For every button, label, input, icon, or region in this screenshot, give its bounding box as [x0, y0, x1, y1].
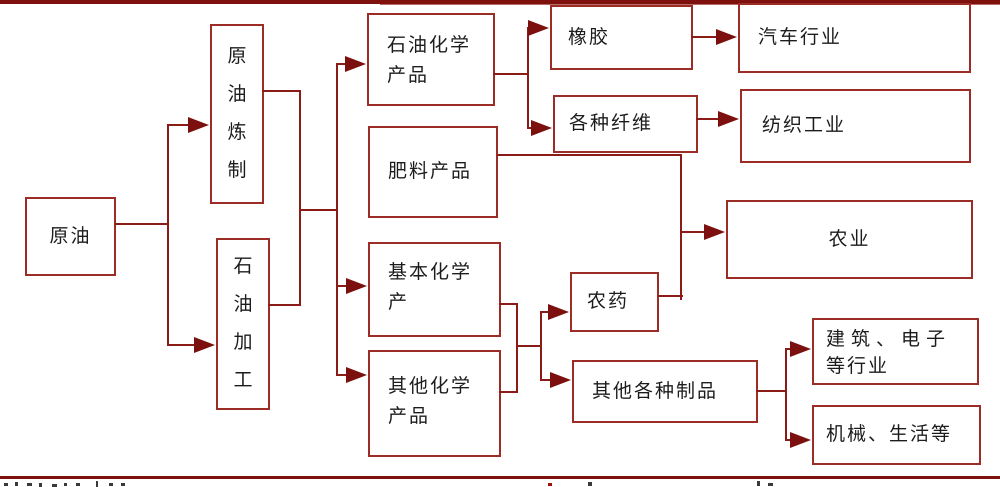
arrowhead [528, 20, 549, 36]
connector-line [336, 374, 348, 376]
node-petroleum-processing: 石油加工 [216, 238, 270, 410]
connector-line [336, 285, 348, 287]
connector-line [516, 303, 518, 393]
connector-line [527, 27, 529, 129]
connector-line [299, 209, 338, 211]
connector-line [497, 154, 682, 156]
node-label: 农业 [828, 228, 871, 250]
node-label-line2: 产品 [388, 406, 431, 427]
node-label: 石油加工 [233, 256, 253, 391]
connector-line [540, 379, 552, 381]
node-basic-chemical: 基本化学 产 [368, 242, 501, 337]
node-label-line1: 其他化学 [388, 376, 473, 397]
node-label: 各种纤维 [569, 113, 654, 134]
connector-line [680, 154, 682, 300]
arrowhead [346, 278, 367, 294]
connector-line [696, 118, 719, 120]
arrowhead [550, 372, 571, 388]
node-label: 农药 [587, 291, 630, 312]
connector-line [262, 90, 301, 92]
node-crude-refining: 原油炼制 [210, 24, 264, 204]
node-label: 原油炼制 [227, 46, 247, 181]
connector-line [115, 223, 169, 225]
node-construction-electronics: 建筑、电子 等行业 [812, 318, 979, 385]
top-divider [0, 0, 1000, 4]
connector-line [336, 63, 348, 65]
node-auto-industry: 汽车行业 [738, 3, 971, 73]
arrowhead [718, 111, 739, 127]
connector-line [785, 439, 793, 441]
arrowhead [345, 56, 366, 72]
connector-line [499, 303, 518, 305]
connector-line [167, 344, 197, 346]
node-label: 其他各种制品 [592, 380, 719, 402]
connector-line [540, 311, 550, 313]
connector-line [540, 311, 542, 381]
connector-line [268, 304, 301, 306]
node-label: 汽车行业 [758, 27, 843, 48]
connector-line [527, 127, 533, 129]
node-fertilizer-products: 肥料产品 [368, 126, 498, 218]
arrowhead [188, 117, 209, 133]
node-other-products: 其他各种制品 [572, 360, 758, 423]
connector-line [516, 345, 542, 347]
bottom-divider [0, 476, 1000, 479]
arrowhead [716, 29, 737, 45]
arrowhead [790, 341, 811, 357]
connector-line [167, 124, 169, 346]
node-label-line1: 石油化学 [387, 35, 472, 56]
node-label: 原油 [49, 225, 92, 247]
node-fibers: 各种纤维 [553, 95, 698, 153]
node-other-chemical: 其他化学 产品 [368, 350, 501, 457]
connector-line [299, 90, 301, 306]
connector-line [493, 73, 529, 75]
connector-line [756, 390, 787, 392]
node-pesticide: 农药 [570, 272, 659, 332]
node-label: 肥料产品 [388, 161, 473, 182]
node-label-line2: 产 [388, 292, 410, 313]
arrowhead [548, 304, 569, 320]
connector-line [499, 391, 518, 393]
node-label-line1: 建筑、电子 [826, 329, 952, 350]
node-textile-industry: 纺织工业 [740, 89, 971, 163]
connector-line [658, 295, 683, 297]
node-machinery-life: 机械、生活等 [812, 405, 981, 465]
node-rubber: 橡胶 [550, 5, 693, 70]
connector-line [680, 231, 705, 233]
arrowhead [194, 337, 215, 353]
top-divider-highlight [380, 4, 1000, 5]
node-label: 纺织工业 [762, 115, 847, 136]
node-crude-oil: 原油 [25, 197, 116, 276]
connector-line [691, 36, 717, 38]
arrowhead [704, 224, 725, 240]
arrowhead [346, 367, 367, 383]
node-label-line2: 产品 [387, 65, 430, 86]
node-label-line1: 基本化学 [388, 262, 473, 283]
node-agriculture: 农业 [726, 200, 973, 279]
connector-line [785, 348, 793, 350]
connector-line [336, 63, 338, 376]
arrowhead [531, 120, 552, 136]
arrowhead [790, 432, 811, 448]
connector-line [785, 348, 787, 441]
node-petrochemical-products: 石油化学 产品 [367, 13, 495, 106]
connector-line [167, 124, 190, 126]
node-label: 机械、生活等 [826, 424, 953, 445]
node-label: 橡胶 [568, 26, 611, 48]
node-label-line2: 等行业 [826, 356, 890, 377]
